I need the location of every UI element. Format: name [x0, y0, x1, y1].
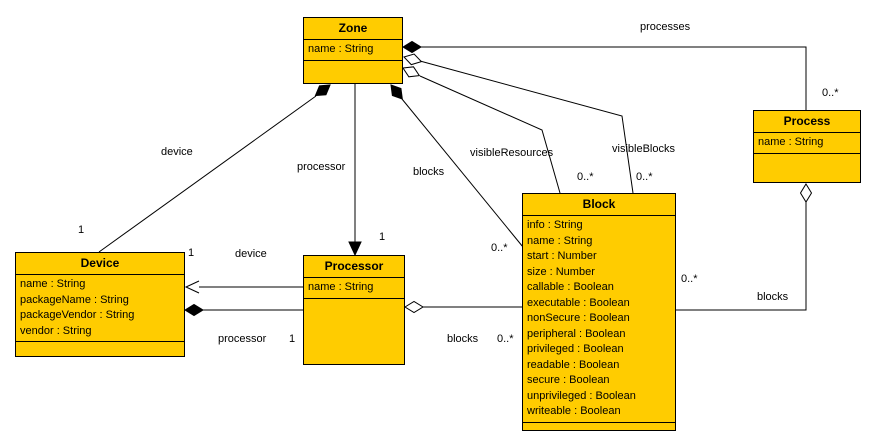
edge-multiplicity-blocks-processor: 0..*: [497, 333, 514, 345]
class-attributes-zone: name : String: [304, 40, 402, 60]
attribute: packageName : String: [20, 293, 129, 306]
attribute: privileged : Boolean: [527, 343, 624, 355]
class-title-device: Device: [16, 253, 184, 275]
edge-label-blocks-process: blocks: [757, 291, 789, 303]
attribute: info : String: [527, 219, 583, 231]
class-methods-compartment-device: [16, 341, 184, 356]
edge-label-device-zone: device: [161, 146, 193, 158]
edge-label-device-processor: device: [235, 248, 267, 260]
edge-multiplicity-processor-zone: 1: [379, 231, 386, 243]
class-attributes-process: name : String: [754, 133, 860, 153]
attribute: name : String: [758, 136, 824, 148]
attribute: packageVendor : String: [20, 309, 135, 321]
edge-multiplicity-visibleresources: 0..*: [577, 171, 594, 183]
edge-visibleresources-zone-block: [402, 66, 561, 194]
edge-device-zone-device: [98, 84, 331, 253]
class-methods-compartment-zone: [304, 59, 402, 84]
edge-multiplicity-visibleblocks: 0..*: [636, 171, 653, 183]
attribute: name : String: [308, 43, 374, 55]
class-methods-compartment-processor: [304, 297, 404, 365]
attribute: name : String: [527, 234, 593, 247]
class-attributes-block: info : String name : String start : Numb…: [523, 216, 675, 422]
attribute: executable : Boolean: [527, 296, 630, 309]
edge-visibleblocks-zone-block: [403, 53, 634, 194]
attribute: name : String: [308, 281, 374, 293]
edge-blocks-processor-block: [404, 300, 522, 314]
edge-label-blocks-processor: blocks: [447, 333, 479, 345]
aggregation-diamond-icon: [402, 66, 421, 78]
edge-blocks-process-block: [676, 183, 813, 311]
edge-label-visibleresources: visibleResources: [470, 147, 554, 159]
class-title-zone: Zone: [304, 18, 402, 40]
edge-blocks-zone-block: [390, 84, 524, 248]
edge-multiplicity-processes: 0..*: [822, 87, 839, 99]
attribute: secure : Boolean: [527, 374, 610, 386]
edge-device-processor-device: [184, 280, 303, 294]
attribute: nonSecure : Boolean: [527, 312, 630, 324]
class-methods-compartment-block: [523, 421, 675, 431]
edge-label-visibleblocks: visibleBlocks: [612, 143, 675, 155]
class-node-processor: Processor name : String: [303, 255, 405, 365]
attribute: readable : Boolean: [527, 358, 620, 371]
class-node-block: Block info : String name : String start …: [522, 193, 676, 431]
edge-multiplicity-blocks-zone: 0..*: [491, 242, 508, 254]
aggregation-diamond-icon: [403, 53, 423, 66]
attribute: size : Number: [527, 265, 595, 278]
filled-arrowhead-icon: [348, 241, 362, 257]
edge-processes-zone-process: [402, 40, 807, 110]
attribute: vendor : String: [20, 324, 92, 337]
attribute: writeable : Boolean: [527, 405, 621, 417]
edge-processor-device-processor: [184, 303, 303, 317]
class-attributes-device: name : String packageName : String packa…: [16, 275, 184, 341]
edge-label-processor-zone: processor: [297, 161, 346, 173]
composition-diamond-icon: [402, 40, 422, 54]
class-title-process: Process: [754, 111, 860, 133]
open-arrowhead-icon: [184, 280, 200, 294]
edge-multiplicity-processor-device: 1: [289, 333, 296, 345]
class-attributes-processor: name : String: [304, 278, 404, 298]
edge-label-processes: processes: [640, 21, 691, 33]
edge-label-blocks-zone: blocks: [413, 166, 445, 178]
class-methods-compartment-process: [754, 152, 860, 183]
class-node-process: Process name : String: [753, 110, 861, 183]
class-node-device: Device name : String packageName : Strin…: [15, 252, 185, 357]
aggregation-diamond-icon: [404, 300, 424, 314]
edge-processor-zone-processor: [348, 84, 362, 257]
class-title-processor: Processor: [304, 256, 404, 278]
edge-label-processor-device: processor: [218, 333, 267, 345]
class-node-zone: Zone name : String: [303, 17, 403, 84]
aggregation-diamond-icon: [799, 183, 813, 203]
edge-multiplicity-device-processor: 1: [188, 247, 195, 259]
composition-diamond-icon: [390, 84, 403, 100]
composition-diamond-icon: [314, 84, 331, 97]
attribute: callable : Boolean: [527, 281, 614, 293]
attribute: start : Number: [527, 250, 597, 262]
class-title-block: Block: [523, 194, 675, 216]
edge-multiplicity-blocks-process: 0..*: [681, 273, 698, 285]
attribute: unprivileged : Boolean: [527, 389, 636, 402]
edge-multiplicity-device-zone: 1: [78, 224, 85, 236]
composition-diamond-icon: [184, 303, 204, 317]
attribute: peripheral : Boolean: [527, 327, 626, 340]
attribute: name : String: [20, 278, 86, 290]
